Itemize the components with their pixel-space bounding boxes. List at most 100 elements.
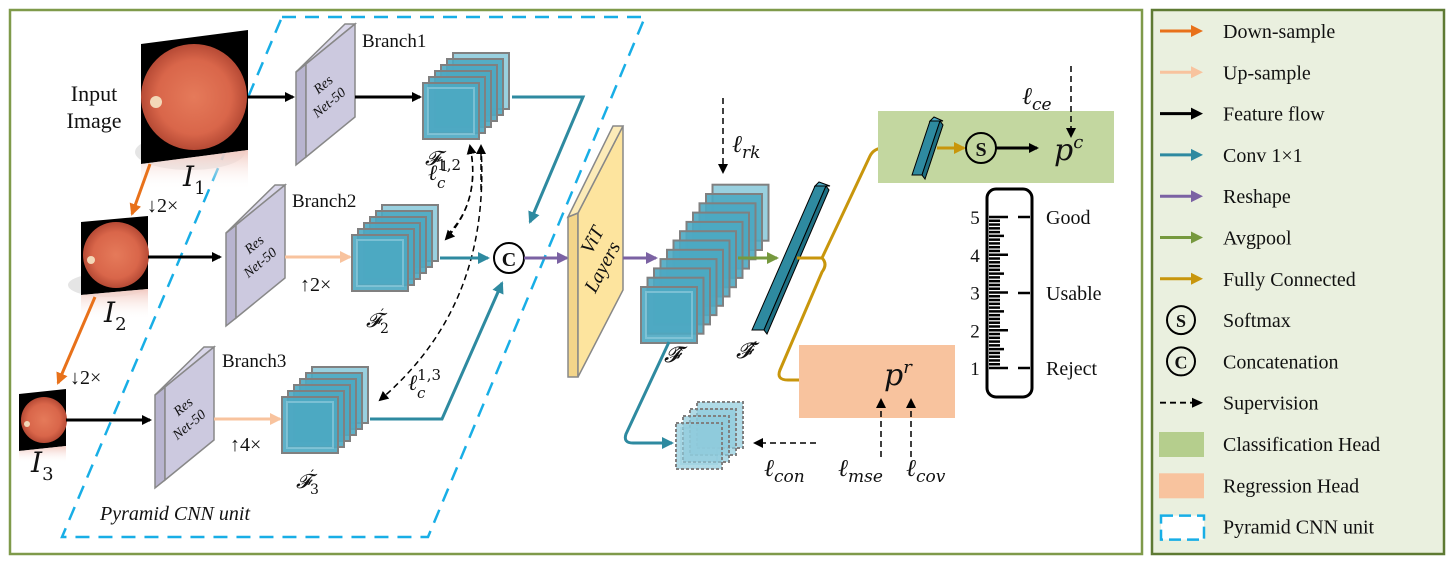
legend-item: Down-sample [1160, 21, 1335, 43]
grade-usable: Usable [1046, 283, 1102, 305]
cov-loss-label: ℓcov [906, 454, 946, 487]
legend-item: Fully Connected [1160, 269, 1356, 291]
legend-label: Feature flow [1223, 104, 1325, 126]
scale-number: 5 [970, 208, 980, 229]
legend-arrowhead-icon [1192, 397, 1203, 408]
legend-label: Regression Head [1223, 475, 1359, 497]
feature-stack-f3 [281, 366, 369, 454]
concatenation-symbol: C [502, 249, 516, 271]
legend-item: Reshape [1160, 186, 1291, 208]
feature-map-inner [286, 401, 334, 449]
quality-scale-numbers: 5 4 3 2 1 [970, 208, 980, 380]
legend-arrowhead-icon [1191, 25, 1203, 37]
rank-loss-label: ℓrk [732, 130, 760, 163]
input-image-1 [135, 30, 248, 190]
legend-arrowhead-icon [1191, 231, 1203, 244]
legend-arrowhead-icon [1191, 190, 1203, 203]
mse-loss-label: ℓmse [838, 454, 883, 487]
legend-item: C Concatenation [1166, 346, 1339, 377]
scale-number: 3 [970, 284, 980, 305]
legend-item: Supervision [1160, 393, 1319, 415]
classification-fc-bar [911, 116, 944, 181]
feature-label-f2: 𝓕′2 [366, 307, 389, 337]
softmax-symbol: S [975, 139, 986, 161]
feature-map-inner [680, 427, 718, 465]
ce-loss-label: ℓce [1022, 82, 1052, 115]
feature-map-layer [281, 396, 339, 454]
vit-layers-block [566, 125, 625, 378]
branch-1-title: Branch1 [362, 31, 426, 52]
legend-label: Reshape [1223, 186, 1291, 208]
feature-stack-fhat [640, 183, 770, 344]
grade-good: Good [1046, 207, 1090, 229]
regression-head [799, 345, 955, 418]
downsample-label-1: ↓2× [147, 195, 178, 217]
upsample-label-branch2: ↑2× [300, 274, 331, 296]
legend-item: Regression Head [1159, 473, 1359, 499]
downsample-arrow-1 [129, 163, 152, 216]
legend-label: Concatenation [1223, 351, 1339, 373]
classification-output: pc [1054, 132, 1083, 168]
conv-arrow-branch1 [512, 95, 586, 224]
conv-arrow-branch3 [370, 281, 504, 421]
scale-number: 4 [970, 246, 980, 267]
image-label-i2: I2 [103, 296, 127, 335]
legend-label: Up-sample [1223, 62, 1311, 84]
legend-label: Avgpool [1223, 228, 1292, 250]
legend-circle-symbol: C [1175, 352, 1188, 372]
contrastive-feature-stack [675, 401, 744, 470]
legend-arrowhead-icon [1191, 66, 1203, 79]
legend-dashed-box-icon [1159, 514, 1206, 541]
input-image-label-line1: Input [71, 81, 117, 106]
quality-scale-ticks [989, 215, 1030, 370]
feature-label-f3: 𝓕′3 [296, 468, 319, 498]
scale-number: 1 [970, 359, 980, 380]
legend-label: Conv 1×1 [1223, 145, 1303, 167]
branch-2-title: Branch2 [292, 191, 356, 212]
feature-map-inner [356, 239, 404, 287]
pyramid-cnn-unit-label: Pyramid CNN unit [99, 503, 250, 525]
regression-output: pr [884, 357, 913, 393]
feature-map-layer [422, 82, 480, 140]
legend-swatch-icon [1159, 473, 1204, 499]
upsample-label-branch3: ↑4× [230, 434, 261, 456]
legend-item: Avgpool [1160, 228, 1292, 250]
feature-stack-f1 [422, 52, 510, 140]
legend-arrowhead-icon [1191, 107, 1203, 120]
legend-item: Classification Head [1159, 432, 1380, 457]
feature-map-inner [427, 87, 475, 135]
legend-item: Feature flow [1160, 104, 1325, 126]
legend-label: Supervision [1223, 393, 1319, 415]
input-image-2 [68, 216, 149, 320]
downsample-arrow-2 [56, 296, 97, 385]
downsample-label-2: ↓2× [70, 367, 101, 389]
legend-circle-symbol: S [1176, 311, 1186, 331]
pooled-feature-bar [751, 181, 831, 335]
input-image-label-line2: Image [67, 108, 122, 133]
image-label-i3: I3 [30, 446, 54, 485]
feature-map-layer [351, 234, 409, 292]
legend-label: Fully Connected [1223, 269, 1356, 291]
legend-label: Classification Head [1223, 434, 1380, 456]
legend-arrowhead-icon [1191, 272, 1203, 285]
resnet-block-1 [295, 22, 358, 167]
input-image-3 [19, 389, 67, 463]
grade-reject: Reject [1046, 358, 1098, 380]
feature-map-layer [640, 286, 698, 344]
supervision-arrow-l12-to-f2 [444, 145, 474, 241]
legend-item: Up-sample [1160, 62, 1311, 84]
feature-stack-f2 [351, 204, 439, 292]
feature-map-inner [645, 291, 693, 339]
legend-label: Down-sample [1223, 21, 1335, 43]
legend-item: Pyramid CNN unit [1159, 514, 1375, 541]
legend-item: Conv 1×1 [1160, 145, 1303, 167]
scale-number: 2 [970, 321, 980, 342]
resnet-block-3 [154, 345, 217, 490]
fc-arrow-to-regression [777, 256, 834, 386]
legend-box [1150, 8, 1446, 556]
feature-map-layer [675, 422, 723, 470]
